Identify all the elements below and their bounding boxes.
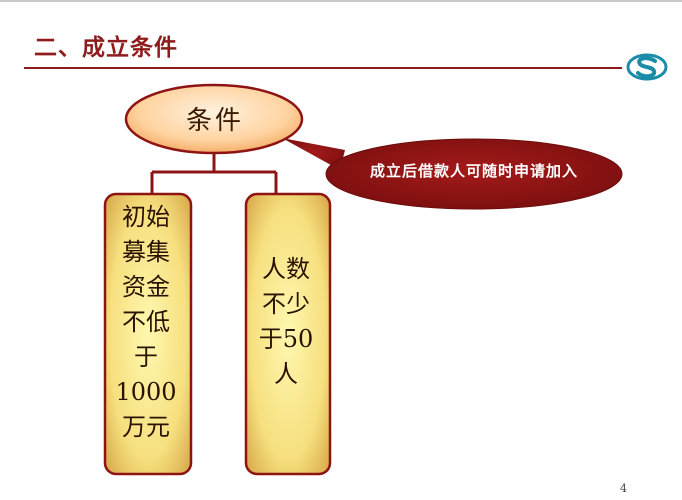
left-box-line: 资金	[122, 273, 170, 301]
page-number: 4	[620, 482, 627, 495]
callout-text: 成立后借款人可随时申请加入	[369, 162, 578, 180]
left-box-text: 初始 募集 资金 不低 于 1000 万元	[100, 200, 192, 445]
left-box-line: 募集	[122, 238, 170, 266]
left-box-line: 初始	[122, 203, 170, 231]
callout-bubble	[282, 138, 623, 210]
right-box-line: 人数	[262, 255, 310, 283]
right-box-text: 人数 不少 于50 人	[240, 252, 332, 392]
connector-lines	[150, 150, 278, 194]
left-box-shape	[103, 192, 193, 476]
right-box-line: 人	[274, 360, 298, 388]
right-box-line: 于50	[258, 325, 314, 353]
right-box-shape	[244, 192, 332, 476]
left-box-line: 万元	[122, 413, 170, 441]
title-underline	[24, 67, 622, 69]
left-box-line: 1000	[115, 378, 177, 406]
top-border	[0, 0, 682, 2]
left-box-line: 不低	[122, 308, 170, 336]
slide-title: 二、成立条件	[34, 35, 178, 61]
company-logo-icon	[626, 53, 668, 81]
root-node-label: 条件	[185, 106, 244, 136]
right-box-line: 不少	[262, 290, 310, 318]
root-node-shape	[124, 83, 304, 155]
left-box-line: 于	[134, 343, 158, 371]
